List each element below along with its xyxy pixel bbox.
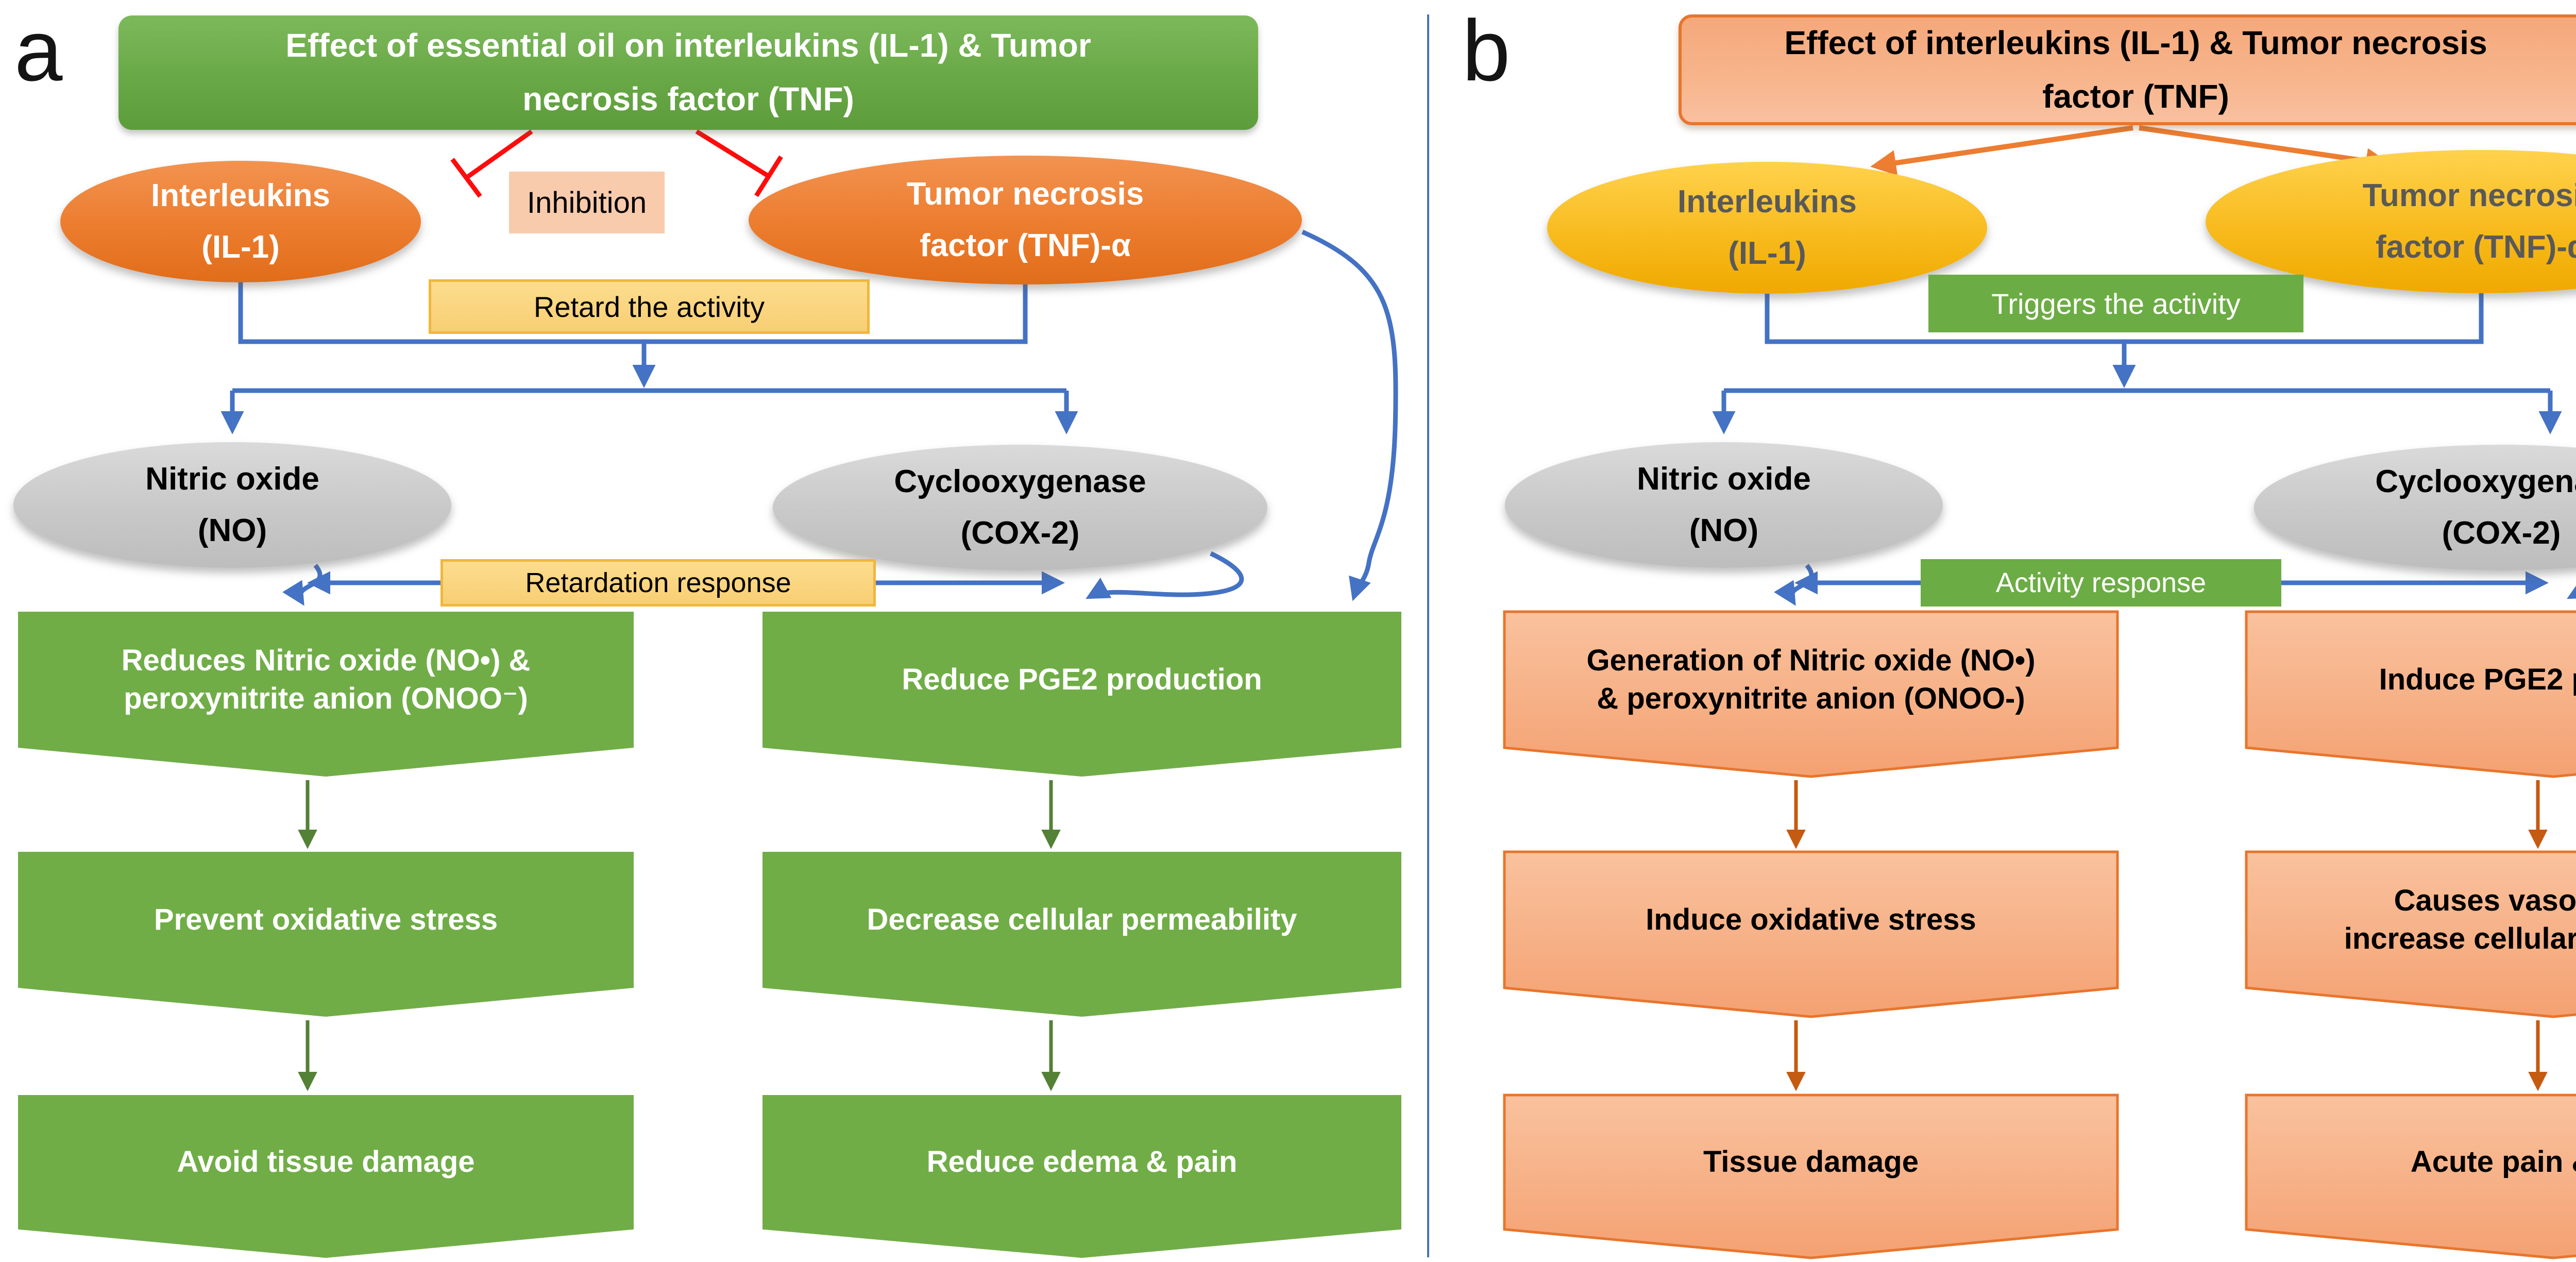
triggers-activity-text: Triggers the activity — [1991, 287, 2241, 320]
chevron-shape — [762, 1095, 1401, 1258]
ellipse-nitric-oxide-b: Nitric oxide (NO) — [1505, 442, 1943, 568]
chevron-shape — [2246, 852, 2576, 1017]
title-b-text: Effect of interleukins (IL-1) & Tumor ne… — [1784, 24, 2487, 115]
ellipse-tnf-a: Tumor necrosis factor (TNF)-α — [749, 156, 1302, 284]
flow-box-acute-pain-edema-text: Acute pain & edema — [2410, 1145, 2576, 1179]
flow-box-tissue-damage-text: Tissue damage — [1703, 1145, 1919, 1179]
flow-box-generation-no-text: Generation of Nitric oxide (NO•) & perox… — [1586, 643, 2036, 715]
ellipse-nitric-oxide-a: Nitric oxide (NO) — [13, 442, 451, 568]
chevron-shape — [18, 1095, 634, 1258]
flow-box-avoid-tissue-damage-text: Avoid tissue damage — [177, 1145, 475, 1179]
retard-activity-text: Retard the activity — [533, 290, 765, 323]
flow-box-reduce-pge2-text: Reduce PGE2 production — [902, 662, 1262, 696]
title-box-b: Effect of interleukins (IL-1) & Tumor ne… — [1679, 14, 2576, 125]
flow-box-tissue-damage: Tissue damage — [1504, 1095, 2117, 1258]
flow-box-vasodilation: Causes vasodilation & increase cellular … — [2246, 852, 2576, 1017]
inhibit-tbar-right — [754, 155, 783, 197]
flow-box-reduce-pge2: Reduce PGE2 production — [762, 612, 1401, 777]
flow-box-decrease-permeability: Decrease cellular permeability — [762, 852, 1401, 1017]
chevron-shape — [2246, 612, 2576, 777]
inhibit-line-right — [695, 129, 770, 178]
retardation-response-text: Retardation response — [525, 567, 791, 598]
orange-flow-arrows-b — [1786, 780, 2548, 1091]
ellipse-interleukins-b-text: Interleukins (IL-1) — [1677, 183, 1857, 271]
flow-box-avoid-tissue-damage: Avoid tissue damage — [18, 1095, 634, 1258]
flow-box-induce-pge2-text: Induce PGE2 production — [2379, 662, 2576, 696]
ellipse-cox2-b: Cyclooxygenase (COX-2) — [2254, 445, 2576, 570]
flow-box-prevent-oxidative: Prevent oxidative stress — [18, 852, 634, 1017]
chevron-shape — [762, 852, 1401, 1017]
elbow-il1-tnf-a — [238, 281, 1028, 344]
chevron-shape — [1504, 1095, 2117, 1258]
retardation-response-box: Retardation response — [440, 559, 876, 607]
ellipse-cox2-a: Cyclooxygenase (COX-2) — [773, 445, 1267, 570]
inhibition-label-box: Inhibition — [509, 172, 665, 233]
curve-no-to-box-b — [1774, 564, 1814, 606]
panel-a-label: a — [14, 7, 62, 94]
ellipse-interleukins-a-text: Interleukins (IL-1) — [151, 177, 330, 265]
triggers-activity-box: Triggers the activity — [1928, 275, 2303, 332]
flow-box-generation-no: Generation of Nitric oxide (NO•) & perox… — [1504, 612, 2117, 777]
ellipse-interleukins-b: Interleukins (IL-1) — [1547, 162, 1987, 294]
panel-a-label-text: a — [14, 2, 63, 99]
ellipse-nitric-oxide-b-text: Nitric oxide (NO) — [1637, 461, 1811, 548]
flow-box-decrease-permeability-text: Decrease cellular permeability — [867, 902, 1297, 936]
title-arrow-tnf-b — [2139, 125, 2392, 174]
inhibit-line-left — [465, 129, 533, 180]
chevron-shape — [2246, 1095, 2576, 1258]
chevron-shape — [18, 612, 634, 777]
flow-box-vasodilation-text: Causes vasodilation & increase cellular … — [2344, 883, 2576, 955]
inhibit-tbar-left — [450, 158, 482, 198]
flow-box-induce-pge2: Induce PGE2 production — [2246, 612, 2576, 777]
ellipse-tnf-b-text: Tumor necrosis factor (TNF)-α — [2362, 177, 2576, 265]
flow-box-prevent-oxidative-text: Prevent oxidative stress — [154, 902, 498, 936]
ellipse-tnf-a-text: Tumor necrosis factor (TNF)-α — [906, 176, 1144, 263]
flow-box-induce-oxidative: Induce oxidative stress — [1504, 852, 2117, 1017]
title-a-text: Effect of essential oil on interleukins … — [285, 27, 1091, 117]
orange-title-arrows-b — [1870, 125, 2392, 176]
blue-connectors-a — [221, 229, 1398, 606]
panel-a: a Effect of essential oil on interleukin… — [13, 7, 1401, 1258]
activity-response-box: Activity response — [1921, 559, 2281, 607]
blue-connectors-b — [1712, 292, 2576, 606]
ellipse-interleukins-a: Interleukins (IL-1) — [60, 161, 421, 282]
title-box-a: Effect of essential oil on interleukins … — [118, 15, 1258, 130]
ellipse-tnf-b: Tumor necrosis factor (TNF)-α — [2206, 150, 2576, 293]
curve-no-to-box-a — [282, 564, 323, 606]
green-flow-arrows-a — [298, 780, 1061, 1091]
curve-tnf-to-pge2-a — [1301, 229, 1398, 601]
inhibition-text: Inhibition — [527, 186, 647, 220]
chevron-shape — [1504, 852, 2117, 1017]
panel-b-label: b — [1462, 7, 1510, 94]
title-arrow-il1-b — [1870, 125, 2133, 176]
chevron-shape — [1504, 612, 2117, 777]
flow-box-reduces-no-text: Reduces Nitric oxide (NO•) & peroxynitri… — [121, 643, 531, 715]
flow-box-reduce-edema-pain-text: Reduce edema & pain — [926, 1145, 1238, 1179]
flow-box-acute-pain-edema: Acute pain & edema — [2246, 1095, 2576, 1258]
flow-box-reduce-edema-pain: Reduce edema & pain — [762, 1095, 1401, 1258]
panel-b: b Effect of interleukins (IL-1) & Tumor … — [1425, 0, 2576, 1262]
red-inhibition-connectors-a — [450, 129, 783, 198]
chevron-shape — [18, 852, 634, 1017]
curve-cox2-to-box-a — [1086, 551, 1244, 599]
panel-b-label-text: b — [1462, 2, 1511, 99]
ellipse-cox2-b-text: Cyclooxygenase (COX-2) — [2375, 463, 2576, 551]
ellipse-nitric-oxide-a-text: Nitric oxide (NO) — [145, 461, 319, 548]
ellipse-cox2-a-text: Cyclooxygenase (COX-2) — [894, 463, 1146, 551]
activity-response-text: Activity response — [1995, 567, 2207, 598]
flow-box-induce-oxidative-text: Induce oxidative stress — [1646, 902, 1976, 936]
retard-activity-box: Retard the activity — [429, 279, 870, 334]
chevron-shape — [762, 612, 1401, 777]
flow-box-reduces-no: Reduces Nitric oxide (NO•) & peroxynitri… — [18, 612, 634, 777]
